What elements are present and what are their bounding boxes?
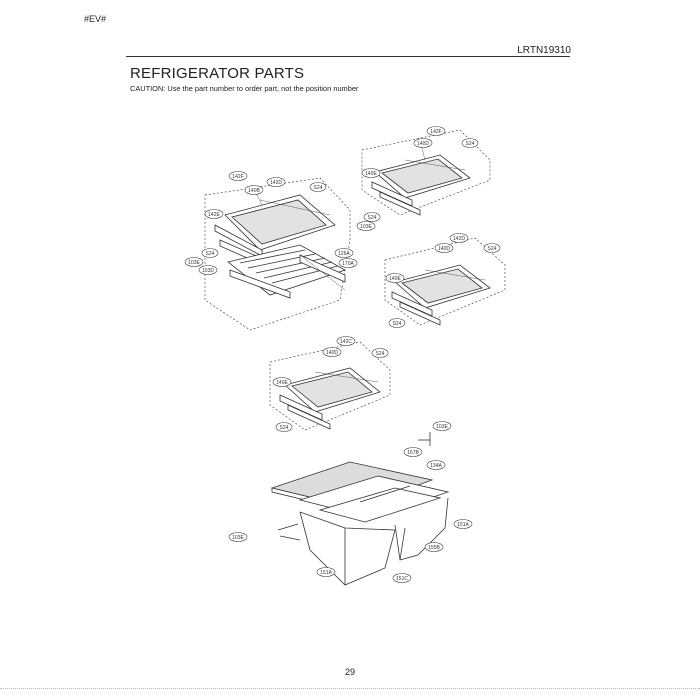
shelf-assembly-upper-right [361, 129, 491, 216]
callout-text: 142D [270, 180, 282, 186]
callout: 126A [334, 248, 354, 258]
callout-text: 140D [417, 141, 429, 147]
callout: 151C [392, 573, 412, 583]
callout-text: 151A [320, 570, 332, 576]
callout-text: 134A [430, 463, 442, 469]
page-number: 29 [344, 667, 355, 677]
callout: 140B [244, 185, 264, 195]
callout: 140E [361, 168, 381, 178]
callout-text: S24 [206, 251, 215, 257]
callout: 134A [426, 460, 446, 470]
callout-text: S24 [488, 246, 497, 252]
callout-text: 140E [276, 380, 288, 386]
callout: S24 [483, 243, 501, 253]
callout-text: 126A [338, 251, 350, 257]
callout: S24 [201, 248, 219, 258]
callout-text: 142F [232, 174, 243, 180]
callout-text: 151C [396, 576, 408, 582]
callout-text: 155B [428, 545, 440, 551]
shelf-assembly-middle-right [384, 237, 506, 326]
callout-text: S24 [368, 215, 377, 221]
model-number: LRTN19310 [517, 45, 571, 56]
callout: 142D [449, 233, 469, 243]
callout: S24 [388, 318, 406, 328]
callout: 142F [228, 171, 248, 181]
callouts-middle-left: 142C 140D S24 140E S24 [272, 336, 389, 432]
callout: 103E [356, 221, 376, 231]
callout-text: S24 [376, 351, 385, 357]
callout-text: S24 [466, 141, 475, 147]
callout-text: 142D [453, 236, 465, 242]
callout-text: 167B [407, 450, 419, 456]
callout: 140E [272, 377, 292, 387]
callout: 151A [453, 519, 473, 529]
callout-text: 103E [360, 224, 372, 230]
shelf-assembly-upper-left [204, 177, 351, 331]
callout-text: 140D [438, 246, 450, 252]
callouts-crisper: 103E 167B 134A 103E 151A 155B 151A 151C [228, 421, 473, 583]
callout: 103D [198, 265, 218, 275]
callout: S24 [309, 182, 327, 192]
callout-text: 103E [188, 260, 200, 266]
callout-text: 140E [365, 171, 377, 177]
callout: 142D [266, 177, 286, 187]
callout-text: 142E [208, 212, 220, 218]
callout-text: 151A [457, 522, 469, 528]
callouts-upper-right: 142F 140D S24 140E S24 103E [356, 126, 479, 231]
callout-text: S24 [280, 425, 289, 431]
callout: 140D [434, 243, 454, 253]
footer-rule [0, 688, 700, 689]
callout: 155B [424, 542, 444, 552]
callout-text: 103D [202, 268, 214, 274]
callout-text: 170A [342, 261, 354, 267]
callout-text: 142F [430, 129, 441, 135]
callout-text: S24 [393, 321, 402, 327]
callout-text: 142C [340, 339, 352, 345]
callout: S24 [461, 138, 479, 148]
callout: 142E [204, 209, 224, 219]
callouts-middle-right: 142D 140D S24 140E S24 [385, 233, 501, 328]
corner-tag: #EV# [84, 14, 107, 24]
callout: S24 [275, 422, 293, 432]
callout-text: 140B [248, 188, 260, 194]
callout: 140D [322, 347, 342, 357]
callout: 170A [338, 258, 358, 268]
callout: 167B [403, 447, 423, 457]
callout-text: S24 [314, 185, 323, 191]
caution-note: CAUTION: Use the part number to order pa… [130, 84, 359, 93]
header-rule [126, 56, 570, 57]
callout: 103E [432, 421, 452, 431]
callout: 103E [228, 532, 248, 542]
callout: 140E [385, 273, 405, 283]
callout-text: 140E [389, 276, 401, 282]
callout: 142C [336, 336, 356, 346]
callout: 151A [316, 567, 336, 577]
callout: 140D [413, 138, 433, 148]
callouts-upper-left: 142F 140B 142D S24 142E S24 103E 103D 12… [184, 171, 358, 275]
callout: 142F [426, 126, 446, 136]
page-title: REFRIGERATOR PARTS [130, 65, 305, 82]
crisper-assembly [270, 432, 450, 586]
shelf-assembly-middle-left [269, 341, 391, 431]
callout: 103E [184, 257, 204, 267]
callout: S24 [371, 348, 389, 358]
callout-text: 103E [232, 535, 244, 541]
callout-text: 103E [436, 424, 448, 430]
callout-text: 140D [326, 350, 338, 356]
callout: S24 [363, 212, 381, 222]
